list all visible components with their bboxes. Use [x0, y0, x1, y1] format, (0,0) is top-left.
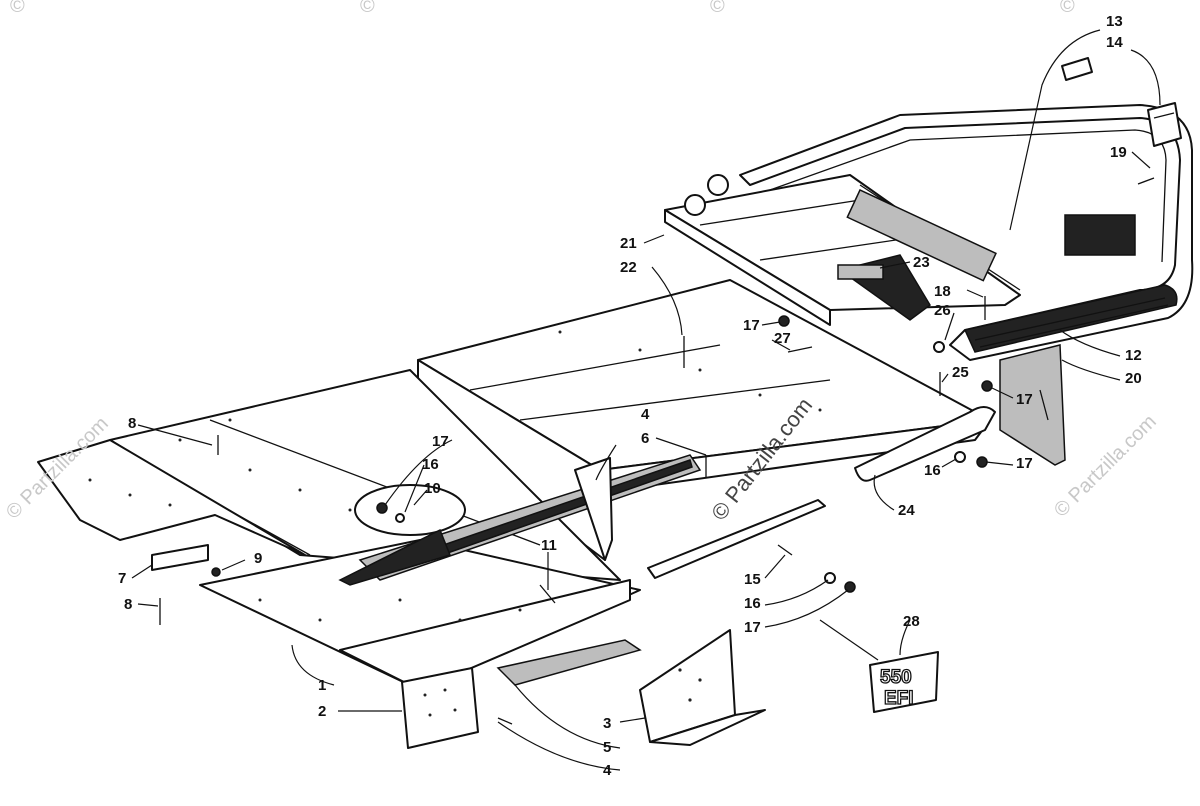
part-7-bracket [151, 544, 209, 571]
callout-14: 14 [1106, 34, 1123, 51]
callout-24: 24 [898, 502, 915, 519]
callout-17b: 17 [743, 317, 760, 334]
part-28-badge: 550 EFI [869, 651, 939, 713]
part-3-bracket [639, 629, 766, 746]
callout-19: 19 [1110, 144, 1127, 161]
nut-17a [376, 502, 388, 514]
rear-bumper-assembly [739, 104, 1194, 466]
callout-22: 22 [620, 259, 637, 276]
callout-27: 27 [774, 330, 791, 347]
callout-17e: 17 [744, 619, 761, 636]
callout-18: 18 [934, 283, 951, 300]
callout-16c: 16 [744, 595, 761, 612]
nut-17b [778, 315, 790, 327]
rivet-4b [497, 717, 513, 725]
callout-26: 26 [934, 302, 951, 319]
watermark-top-1: © [360, 0, 375, 17]
hardware [159, 177, 1155, 725]
callout-13: 13 [1106, 13, 1123, 30]
decal-14 [1147, 102, 1182, 147]
callout-25: 25 [952, 364, 969, 381]
part-channel-bar [647, 499, 826, 579]
callout-17d: 17 [1016, 455, 1033, 472]
callout-12: 12 [1125, 347, 1142, 364]
badge-line2: EFI [884, 688, 914, 709]
callout-4a: 4 [641, 406, 650, 423]
callouts: 1 2 3 4 4 5 6 7 8 8 9 10 11 12 13 14 15 … [118, 13, 1142, 779]
callout-16a: 16 [422, 456, 439, 473]
callout-17c: 17 [1016, 391, 1033, 408]
nut-17d [976, 456, 988, 468]
screw-19 [1137, 177, 1155, 185]
part-24-tube [854, 406, 996, 482]
bolt-27 [787, 346, 813, 353]
part-5-pad [496, 639, 642, 686]
part-1-footboard [199, 539, 641, 691]
leader-lines [131, 29, 1161, 771]
part-10-duct [338, 484, 466, 586]
washer-16b [954, 451, 966, 463]
bolt-15 [777, 544, 793, 556]
watermark-top-4: © [10, 0, 25, 17]
bolt-11 [539, 584, 556, 604]
rear-rack-21 [664, 174, 1021, 326]
callout-8b: 8 [124, 596, 132, 613]
callout-7: 7 [118, 570, 126, 587]
part-2-plate [401, 667, 479, 749]
callout-11: 11 [541, 537, 557, 554]
watermark-right: © Partzilla.com [1050, 411, 1161, 522]
callout-16b: 16 [924, 462, 941, 479]
callout-1: 1 [318, 677, 326, 694]
callout-4b: 4 [603, 762, 612, 779]
callout-23: 23 [913, 254, 930, 271]
callout-17a: 17 [432, 433, 449, 450]
callout-28: 28 [903, 613, 920, 630]
callout-20: 20 [1125, 370, 1142, 387]
callout-8a: 8 [128, 415, 136, 432]
callout-15: 15 [744, 571, 761, 588]
running-board-left [37, 439, 306, 556]
watermark-top-3: © [1060, 0, 1075, 17]
rivet-9 [211, 567, 221, 577]
callout-3: 3 [603, 715, 611, 732]
nut-17c [981, 380, 993, 392]
nut-17e [844, 581, 856, 593]
washer-26 [933, 341, 945, 353]
badge-line1: 550 [880, 667, 912, 688]
callout-10: 10 [424, 480, 441, 497]
watermark-top-2: © [710, 0, 725, 17]
top-watermarks: © © © © [10, 0, 1075, 17]
callout-6: 6 [641, 430, 649, 447]
washer-16a [395, 513, 405, 523]
callout-2: 2 [318, 703, 326, 720]
decal-13 [1061, 57, 1093, 81]
callout-21: 21 [620, 235, 637, 252]
callout-9: 9 [254, 550, 262, 567]
callout-5: 5 [603, 739, 611, 756]
